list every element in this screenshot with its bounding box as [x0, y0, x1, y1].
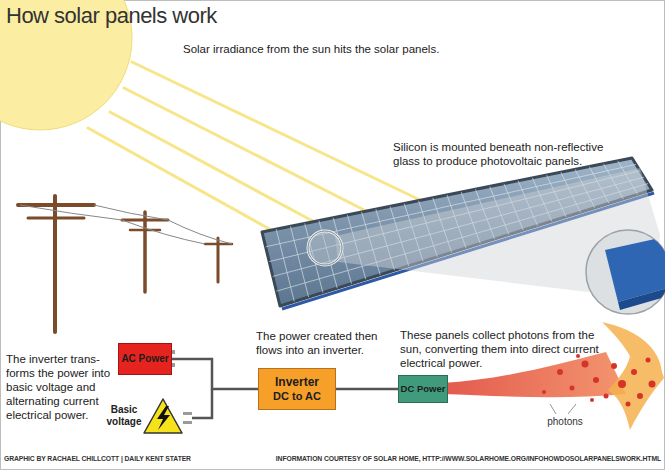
photon-dot — [557, 369, 563, 375]
photon-leaders — [550, 404, 576, 414]
sun-rays — [124, 88, 372, 214]
magnifier — [618, 288, 665, 310]
caption-note: Silicon is mounted beneath non-reflectiv… — [393, 140, 621, 168]
magnifier — [586, 230, 665, 314]
photon-dot — [570, 386, 575, 391]
wire-line — [336, 388, 398, 391]
title: How solar panels work — [6, 3, 217, 30]
magnifier — [308, 231, 342, 265]
source-line: INFORMATION COURTESY OF SOLAR HOME, HTTP… — [236, 455, 661, 463]
lightning-symbol — [183, 421, 192, 424]
photon-dot — [582, 361, 589, 368]
inverter-box: InverterDC to AC — [258, 368, 336, 410]
power-poles — [143, 212, 147, 292]
lightning-symbol — [144, 389, 212, 433]
power-wire — [336, 389, 398, 390]
dc-power-box: DC Power — [398, 375, 448, 403]
symbol-label: Basic voltage — [104, 404, 144, 428]
power-lines — [20, 205, 232, 244]
sunlight-arrow — [602, 322, 664, 430]
magnifier — [308, 231, 342, 265]
photon-leaders — [550, 404, 556, 414]
sunlight-arrow — [602, 322, 664, 430]
photon-dots — [542, 354, 656, 407]
caption-note: The inverter trans-forms the power into … — [6, 352, 114, 422]
photon-dot — [604, 394, 609, 399]
wire-line — [172, 359, 258, 389]
photon-dot — [590, 398, 594, 402]
photon-dot — [542, 390, 546, 394]
power-lines — [122, 220, 205, 244]
photon-label: photons — [540, 416, 590, 428]
caption-note: Solar irradiance from the sun hits the s… — [183, 42, 513, 56]
photon-dot — [618, 380, 626, 388]
power-wire — [172, 359, 258, 389]
sun-rays — [110, 112, 322, 226]
magnifier — [308, 168, 665, 314]
photon-dot — [611, 363, 617, 369]
power-poles — [53, 196, 57, 332]
sun-rays — [132, 62, 420, 200]
magnifier — [605, 236, 665, 310]
photon-dot — [593, 377, 599, 383]
box-text: AC Power — [121, 353, 168, 364]
lightning-symbol — [183, 412, 192, 415]
lightning-symbol — [192, 389, 212, 418]
box-text: Inverter — [275, 376, 319, 389]
photon-dot — [631, 369, 637, 375]
power-poles — [18, 196, 232, 332]
power-lines — [94, 205, 168, 220]
caption-note: These panels collect photons from the su… — [400, 328, 618, 370]
photon-dot — [626, 402, 631, 407]
box-text: DC to AC — [273, 390, 321, 402]
power-lines — [20, 205, 122, 220]
photon-dot — [649, 381, 656, 388]
photon-dot — [646, 358, 651, 363]
photon-dot — [637, 393, 643, 399]
ac-power-box: AC Power — [118, 343, 172, 375]
box-text: DC Power — [401, 384, 446, 395]
photon-leaders — [568, 404, 576, 414]
credit-line: GRAPHIC BY RACHAEL CHILLCOTT | DAILY KEN… — [4, 455, 234, 463]
power-lines — [168, 220, 232, 244]
caption-note: The power created then flows into an inv… — [256, 329, 396, 357]
lightning-symbol — [157, 406, 170, 430]
lightning-symbol — [144, 399, 182, 433]
power-poles — [28, 217, 84, 220]
